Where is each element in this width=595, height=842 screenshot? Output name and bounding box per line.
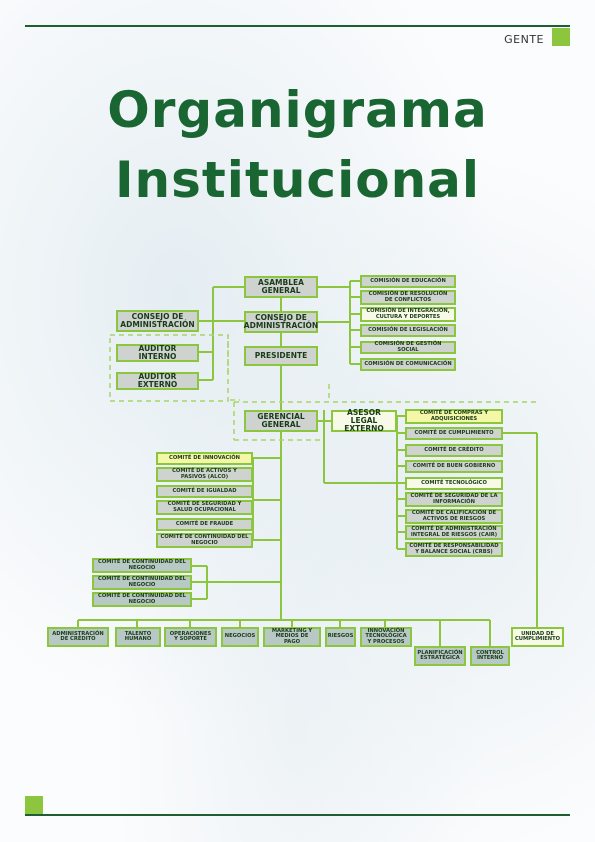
continuidad-item: COMITÉ DE CONTINUIDAD DEL NEGOCIO — [92, 592, 192, 607]
comite-left-item: COMITÉ DE IGUALDAD — [156, 485, 253, 498]
auditor-externo-box: AUDITOR EXTERNO — [116, 372, 199, 390]
comite-left-item: COMITÉ DE SEGURIDAD Y SALUD OCUPACIONAL — [156, 500, 253, 515]
departamento-item: INNOVACIÓN TECNOLÓGICA Y PROCESOS — [360, 627, 412, 647]
comite-left-item: COMITÉ DE FRAUDE — [156, 518, 253, 531]
departamento-item: NEGOCIOS — [221, 627, 259, 647]
gerencial-general-box: GERENCIAL GENERAL — [244, 410, 318, 432]
departamento-item: RIESGOS — [325, 627, 356, 647]
consejo-center-box: CONSEJO DE ADMINISTRACIÓN — [244, 311, 318, 333]
continuidad-item: COMITÉ DE CONTINUIDAD DEL NEGOCIO — [92, 575, 192, 590]
comite-right-item: COMITÉ DE CRÉDITO — [405, 444, 503, 457]
top-corner-square — [552, 28, 570, 46]
comision-item: COMISIÓN DE GESTIÓN SOCIAL — [360, 341, 456, 354]
comite-left-item: COMITÉ DE ACTIVOS Y PASIVOS (ALCO) — [156, 467, 253, 482]
comite-right-item: COMITÉ TECNOLÓGICO — [405, 477, 503, 490]
presidente-box: PRESIDENTE — [244, 346, 318, 366]
comision-item: COMISIÓN DE COMUNICACIÓN — [360, 358, 456, 371]
unidad-cumplimiento-box: UNIDAD DE CUMPLIMIENTO — [511, 627, 564, 647]
title-line-1: Organigrama — [107, 81, 488, 139]
departamento-item: MARKETING Y MEDIOS DE PAGO — [263, 627, 321, 647]
consejo-left-box: CONSEJO DE ADMINISTRACIÓN — [116, 310, 199, 332]
comision-item: COMISIÓN DE RESOLUCIÓN DE CONFLICTOS — [360, 290, 456, 305]
comite-left-item: COMITÉ DE CONTINUIDAD DEL NEGOCIO — [156, 533, 253, 548]
comision-item: COMISIÓN DE EDUCACIÓN — [360, 275, 456, 288]
bottom-rule — [25, 814, 570, 816]
departamento-item: ADMINISTRACIÓN DE CRÉDITO — [47, 627, 109, 647]
comite-right-item: COMITÉ DE CUMPLIMIENTO — [405, 427, 503, 440]
departamento-item: OPERACIONES Y SOPORTE — [164, 627, 217, 647]
asesor-legal-box: ASESOR LEGAL EXTERNO — [331, 409, 397, 432]
continuidad-item: COMITÉ DE CONTINUIDAD DEL NEGOCIO — [92, 558, 192, 573]
comite-right-item: COMITÉ DE RESPONSABILIDAD Y BALANCE SOCI… — [405, 542, 503, 557]
bottom-corner-square — [25, 796, 43, 814]
section-label: GENTE — [504, 33, 544, 46]
auditor-interno-box: AUDITOR INTERNO — [116, 344, 199, 362]
title-line-2: Institucional — [114, 151, 481, 209]
comision-item: COMISIÓN DE INTEGRACIÓN, CULTURA Y DEPOR… — [360, 307, 456, 322]
comision-item: COMISIÓN DE LEGISLACIÓN — [360, 324, 456, 337]
top-rule — [25, 25, 570, 27]
departamento-item: TALENTO HUMANO — [115, 627, 161, 647]
asamblea-general-box: ASAMBLEA GENERAL — [244, 276, 318, 298]
comite-right-item: COMITÉ DE BUEN GOBIERNO — [405, 460, 503, 473]
comite-left-item: COMITÉ DE INNOVACIÓN — [156, 452, 253, 465]
comite-right-item: COMITÉ DE COMPRAS Y ADQUISICIONES — [405, 409, 503, 424]
comite-right-item: COMITÉ DE ADMINISTRACIÓN INTEGRAL DE RIE… — [405, 525, 503, 540]
planificacion-box: PLANIFICACIÓN ESTRATÉGICA — [414, 646, 466, 666]
control-interno-box: CONTROL INTERNO — [470, 646, 510, 666]
comite-right-item: COMITÉ DE SEGURIDAD DE LA INFORMACIÓN — [405, 492, 503, 507]
comite-right-item: COMITÉ DE CALIFICACIÓN DE ACTIVOS DE RIE… — [405, 509, 503, 524]
